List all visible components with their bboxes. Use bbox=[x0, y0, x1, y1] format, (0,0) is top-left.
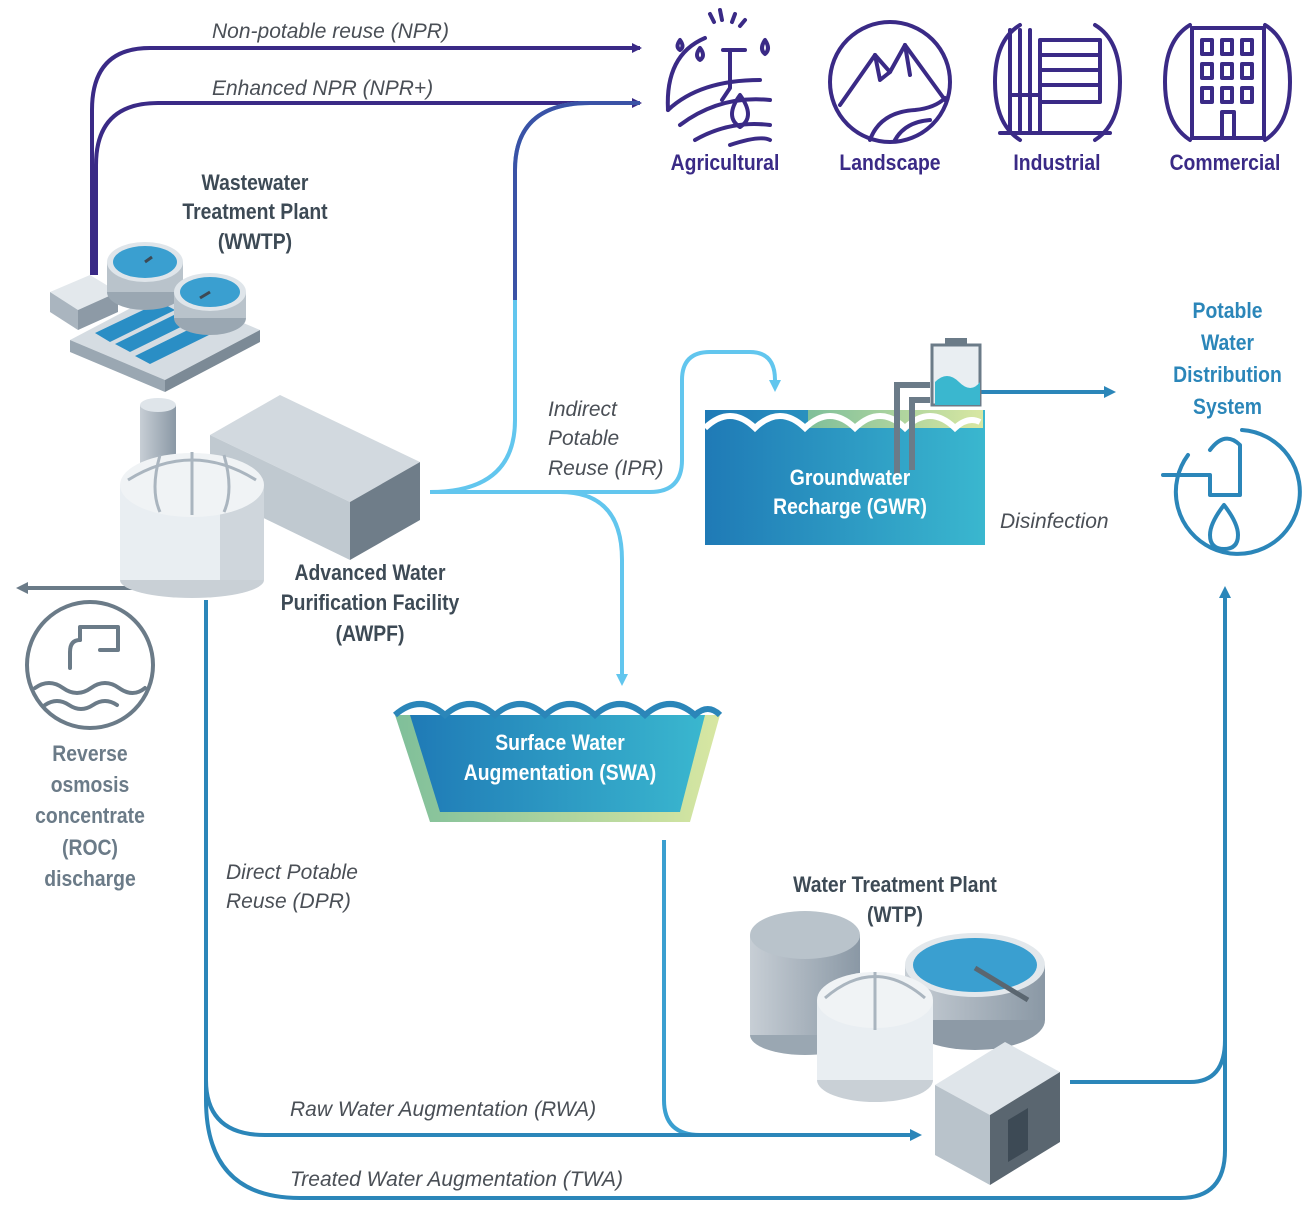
wwtp-illustration bbox=[50, 242, 260, 392]
twa-flow-label: Treated Water Augmentation (TWA) bbox=[290, 1168, 624, 1191]
use-label-commercial: Commercial bbox=[1169, 150, 1281, 175]
npr-flow-label: Non-potable reuse (NPR) bbox=[212, 20, 449, 43]
twa-flow-line bbox=[204, 586, 1231, 1200]
npr-plus-flow-line bbox=[94, 98, 642, 275]
use-label-agricultural: Agricultural bbox=[670, 150, 780, 175]
rwa-flow-label: Raw Water Augmentation (RWA) bbox=[290, 1098, 597, 1121]
potable-water-icon bbox=[1161, 428, 1302, 556]
npr-flow-line bbox=[90, 43, 642, 275]
swa-label: Surface Water Augmentation (SWA) bbox=[463, 730, 657, 786]
wtp-label: Water Treatment Plant (WTP) bbox=[793, 872, 997, 928]
surface-water-augmentation-illustration bbox=[393, 701, 723, 822]
wtp-to-potable-line bbox=[1070, 1039, 1227, 1084]
disinfection-label: Disinfection bbox=[1000, 510, 1109, 533]
landscape-icon bbox=[828, 20, 952, 144]
awpf-label: Advanced Water Purification Facility (AW… bbox=[280, 560, 460, 646]
roc-discharge-icon bbox=[25, 600, 155, 730]
use-label-industrial: Industrial bbox=[1013, 150, 1101, 175]
awpf-illustration bbox=[120, 395, 420, 598]
wwtp-label: Wastewater Treatment Plant (WWTP) bbox=[182, 170, 328, 254]
gwr-label: Groundwater Recharge (GWR) bbox=[773, 465, 927, 520]
dpr-flow-label: Direct Potable Reuse (DPR) bbox=[226, 861, 358, 914]
ipr-to-swa-line bbox=[559, 490, 628, 686]
use-label-landscape: Landscape bbox=[839, 150, 941, 175]
wtp-illustration bbox=[750, 911, 1060, 1185]
ipr-to-gwr-line bbox=[430, 350, 781, 494]
npr-plus-flow-label: Enhanced NPR (NPR+) bbox=[212, 77, 434, 100]
potable-label: Potable Water Distribution System bbox=[1173, 298, 1282, 419]
ipr-flow-label: Indirect Potable Reuse (IPR) bbox=[548, 398, 664, 480]
agricultural-icon bbox=[665, 8, 772, 147]
commercial-icon bbox=[1163, 23, 1292, 142]
roc-label: Reverse osmosis concentrate (ROC) discha… bbox=[35, 741, 145, 891]
groundwater-recharge-illustration bbox=[702, 338, 985, 545]
industrial-icon bbox=[993, 23, 1122, 142]
swa-to-wtp-line bbox=[662, 840, 760, 1137]
